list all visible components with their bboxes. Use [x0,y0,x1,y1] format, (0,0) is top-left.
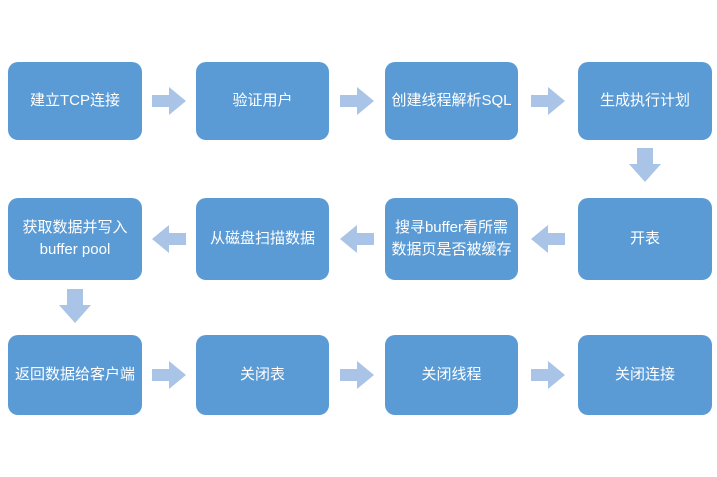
block-arrow-down-icon [59,289,91,323]
flow-step-search-buffer: 搜寻buffer看所需 数据页是否被缓存 [385,198,518,280]
block-arrow-left-icon [152,225,186,253]
block-arrow-right-icon [531,87,565,115]
flow-step-close-table: 关闭表 [196,335,329,415]
flow-step-generate-plan: 生成执行计划 [578,62,712,140]
block-arrow-right-icon [152,87,186,115]
block-arrow-down-icon [629,148,661,182]
block-arrow-right-icon [340,87,374,115]
flow-step-establish-tcp: 建立TCP连接 [8,62,142,140]
flow-step-verify-user: 验证用户 [196,62,329,140]
flow-step-open-table: 开表 [578,198,712,280]
block-arrow-left-icon [531,225,565,253]
flow-step-close-connection: 关闭连接 [578,335,712,415]
flow-step-create-thread-parse-sql: 创建线程解析SQL [385,62,518,140]
block-arrow-left-icon [340,225,374,253]
flow-step-scan-disk: 从磁盘扫描数据 [196,198,329,280]
flow-step-close-thread: 关闭线程 [385,335,518,415]
block-arrow-right-icon [152,361,186,389]
block-arrow-right-icon [340,361,374,389]
block-arrow-right-icon [531,361,565,389]
flow-step-fetch-write-buffer-pool: 获取数据并写入 buffer pool [8,198,142,280]
flow-step-return-data: 返回数据给客户端 [8,335,142,415]
